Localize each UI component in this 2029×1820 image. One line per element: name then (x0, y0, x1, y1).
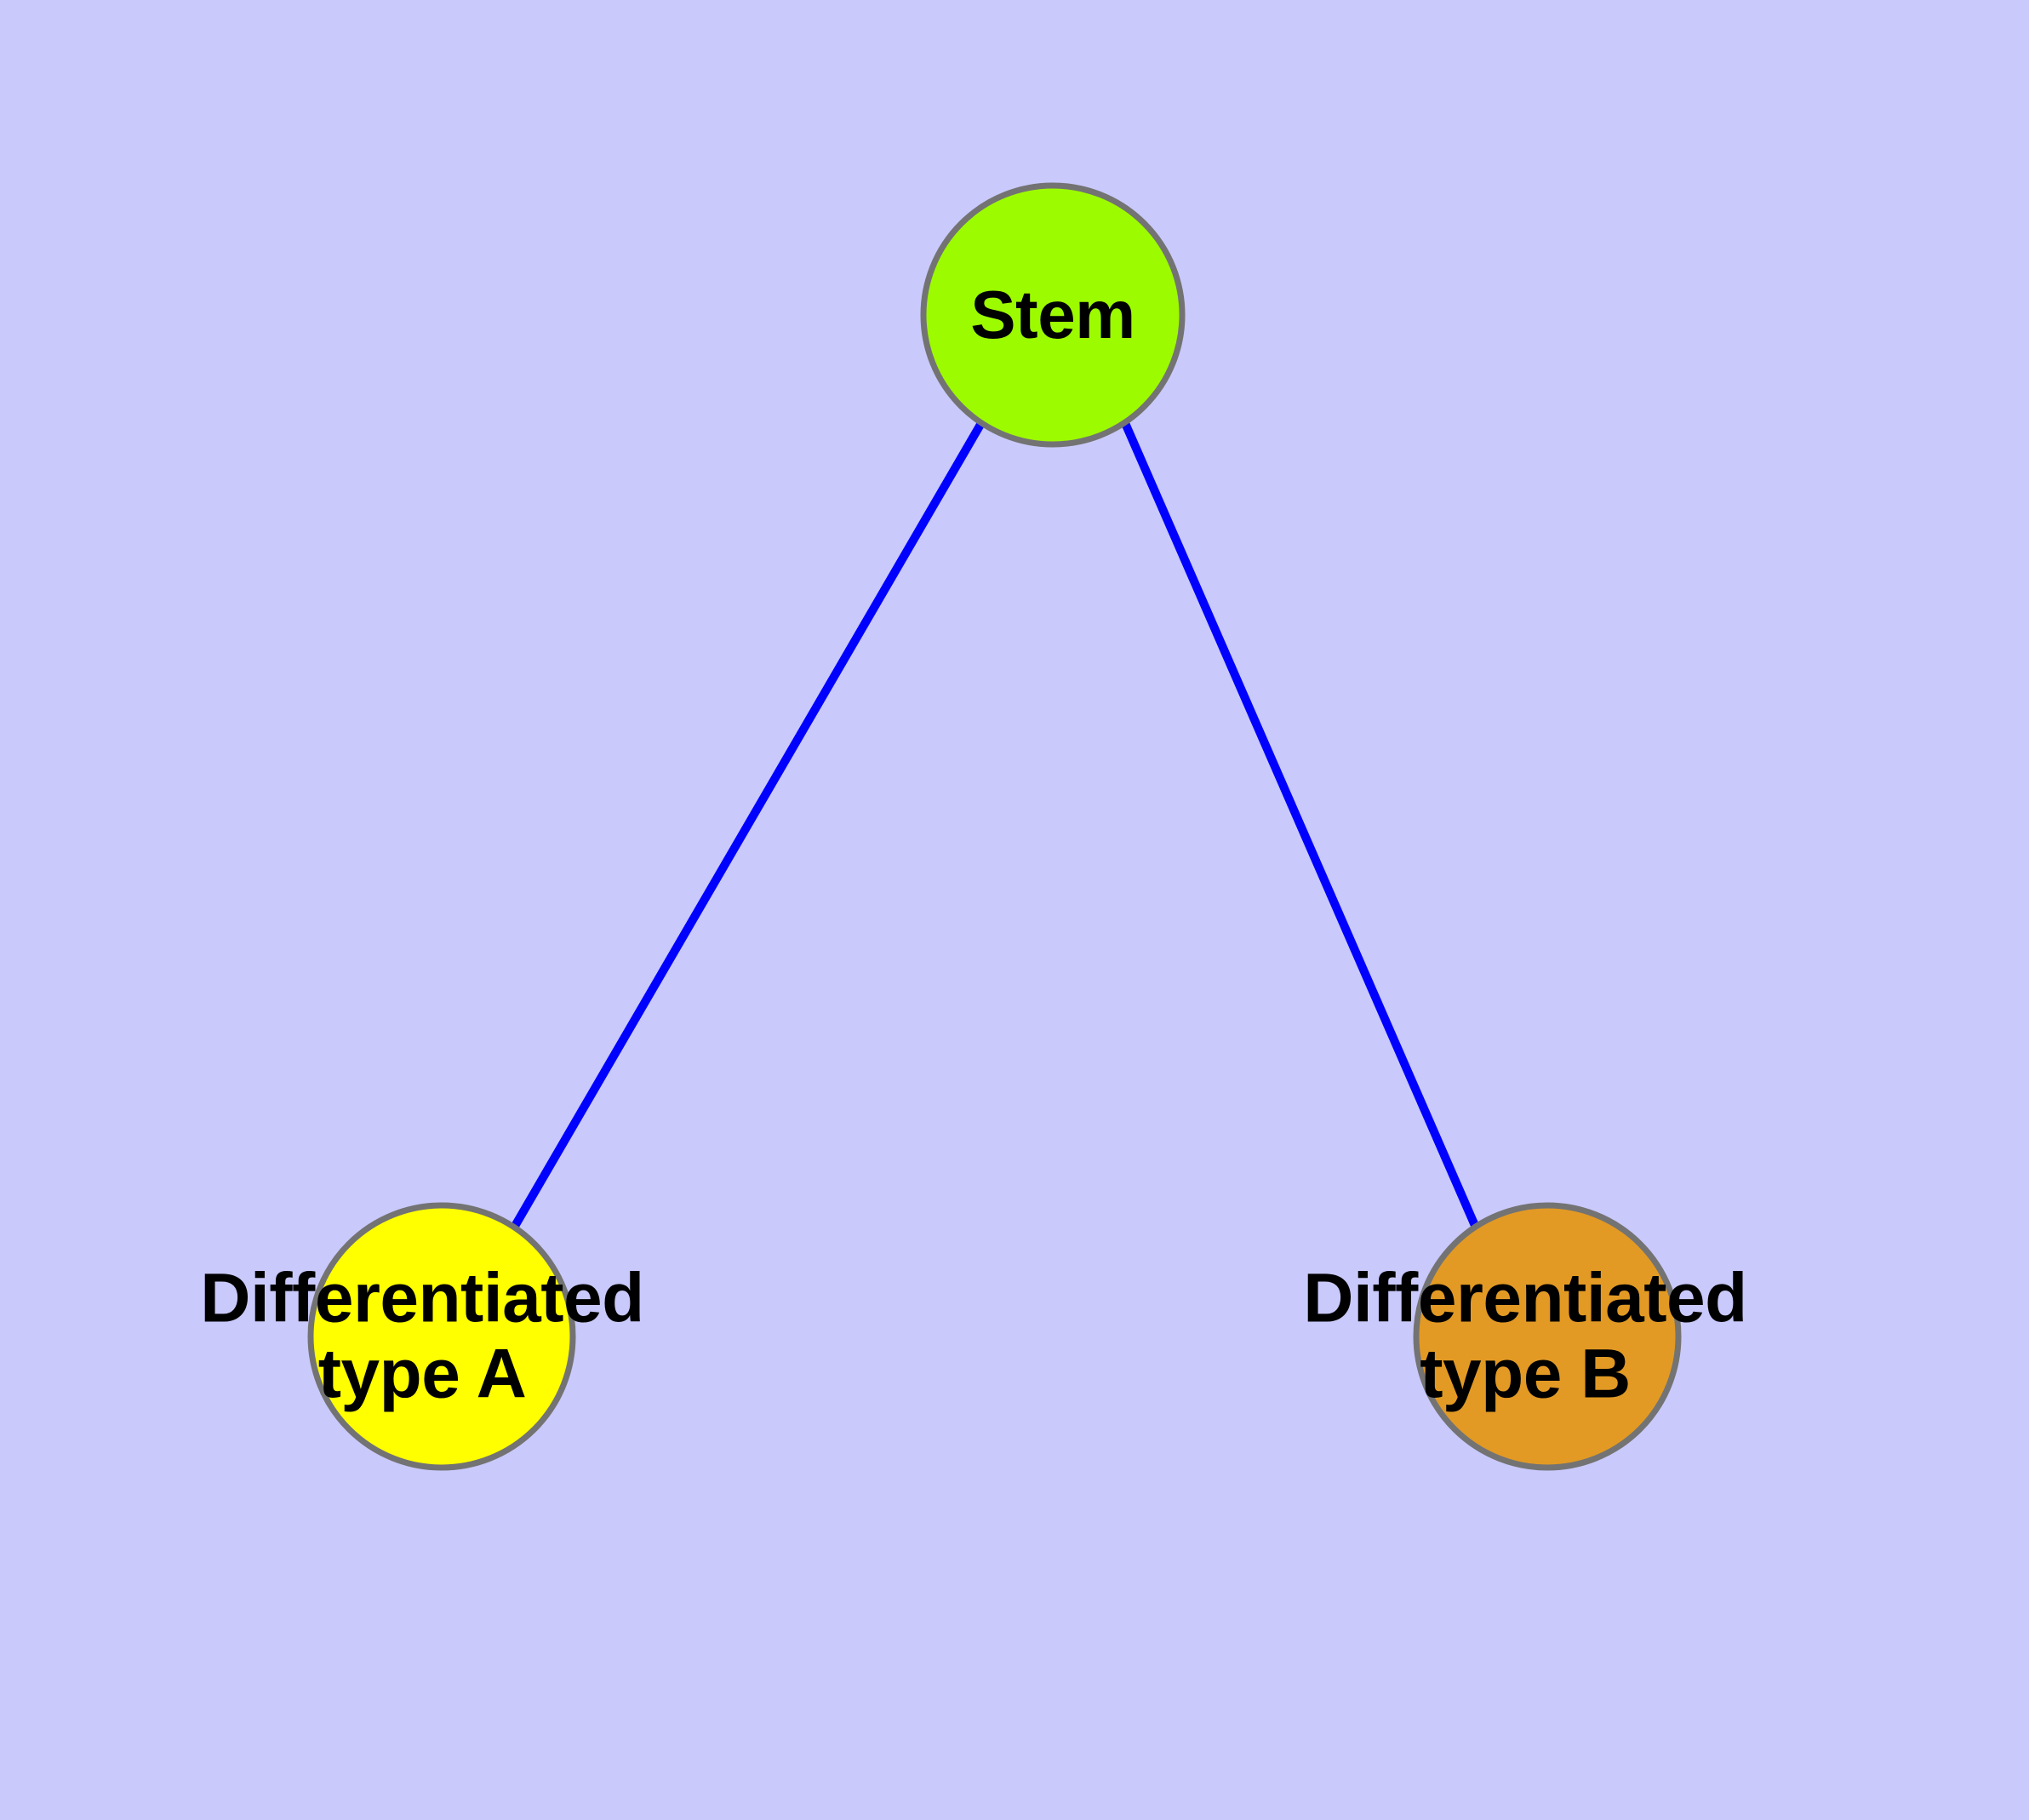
node-circle-stem[interactable] (920, 182, 1186, 448)
node-circle-diff-b[interactable] (1413, 1202, 1682, 1471)
edge-group (510, 421, 1480, 1230)
node-group (307, 182, 1682, 1471)
edge-stem-to-diff-b[interactable] (1121, 421, 1480, 1229)
node-circle-diff-a[interactable] (307, 1202, 576, 1471)
edge-stem-to-diff-a[interactable] (510, 421, 986, 1230)
